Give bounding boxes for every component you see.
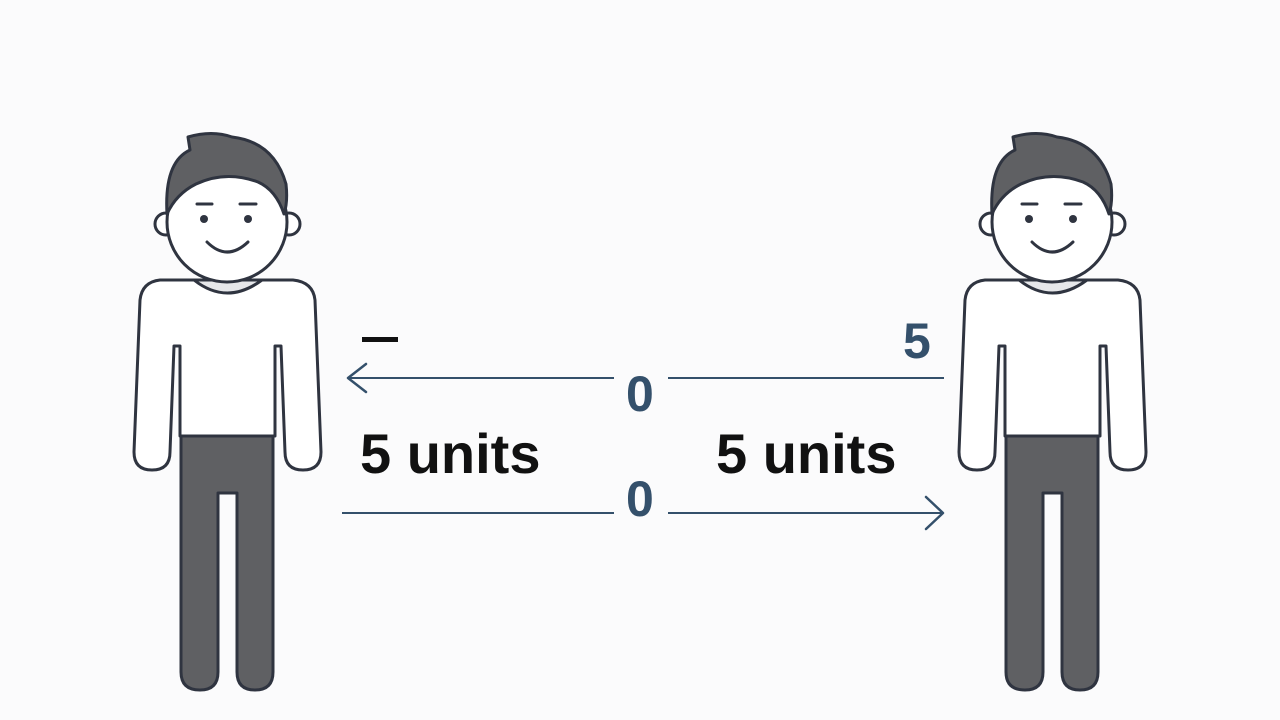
arrowhead-left-icon	[346, 362, 368, 394]
right-distance-label: 5 units	[716, 422, 897, 485]
top-arrow	[346, 362, 944, 394]
left-distance-label: 5 units	[360, 422, 541, 485]
top-arrow-mid-label: 0	[626, 366, 654, 422]
top-arrow-end-mark	[362, 337, 398, 342]
bottom-arrow-mid-label: 0	[626, 471, 654, 527]
left-person-icon	[132, 132, 323, 692]
arrowhead-right-icon	[924, 495, 945, 531]
bottom-arrow	[342, 495, 945, 531]
right-person-icon	[957, 132, 1148, 692]
top-arrow-start-label: 5	[903, 313, 931, 369]
